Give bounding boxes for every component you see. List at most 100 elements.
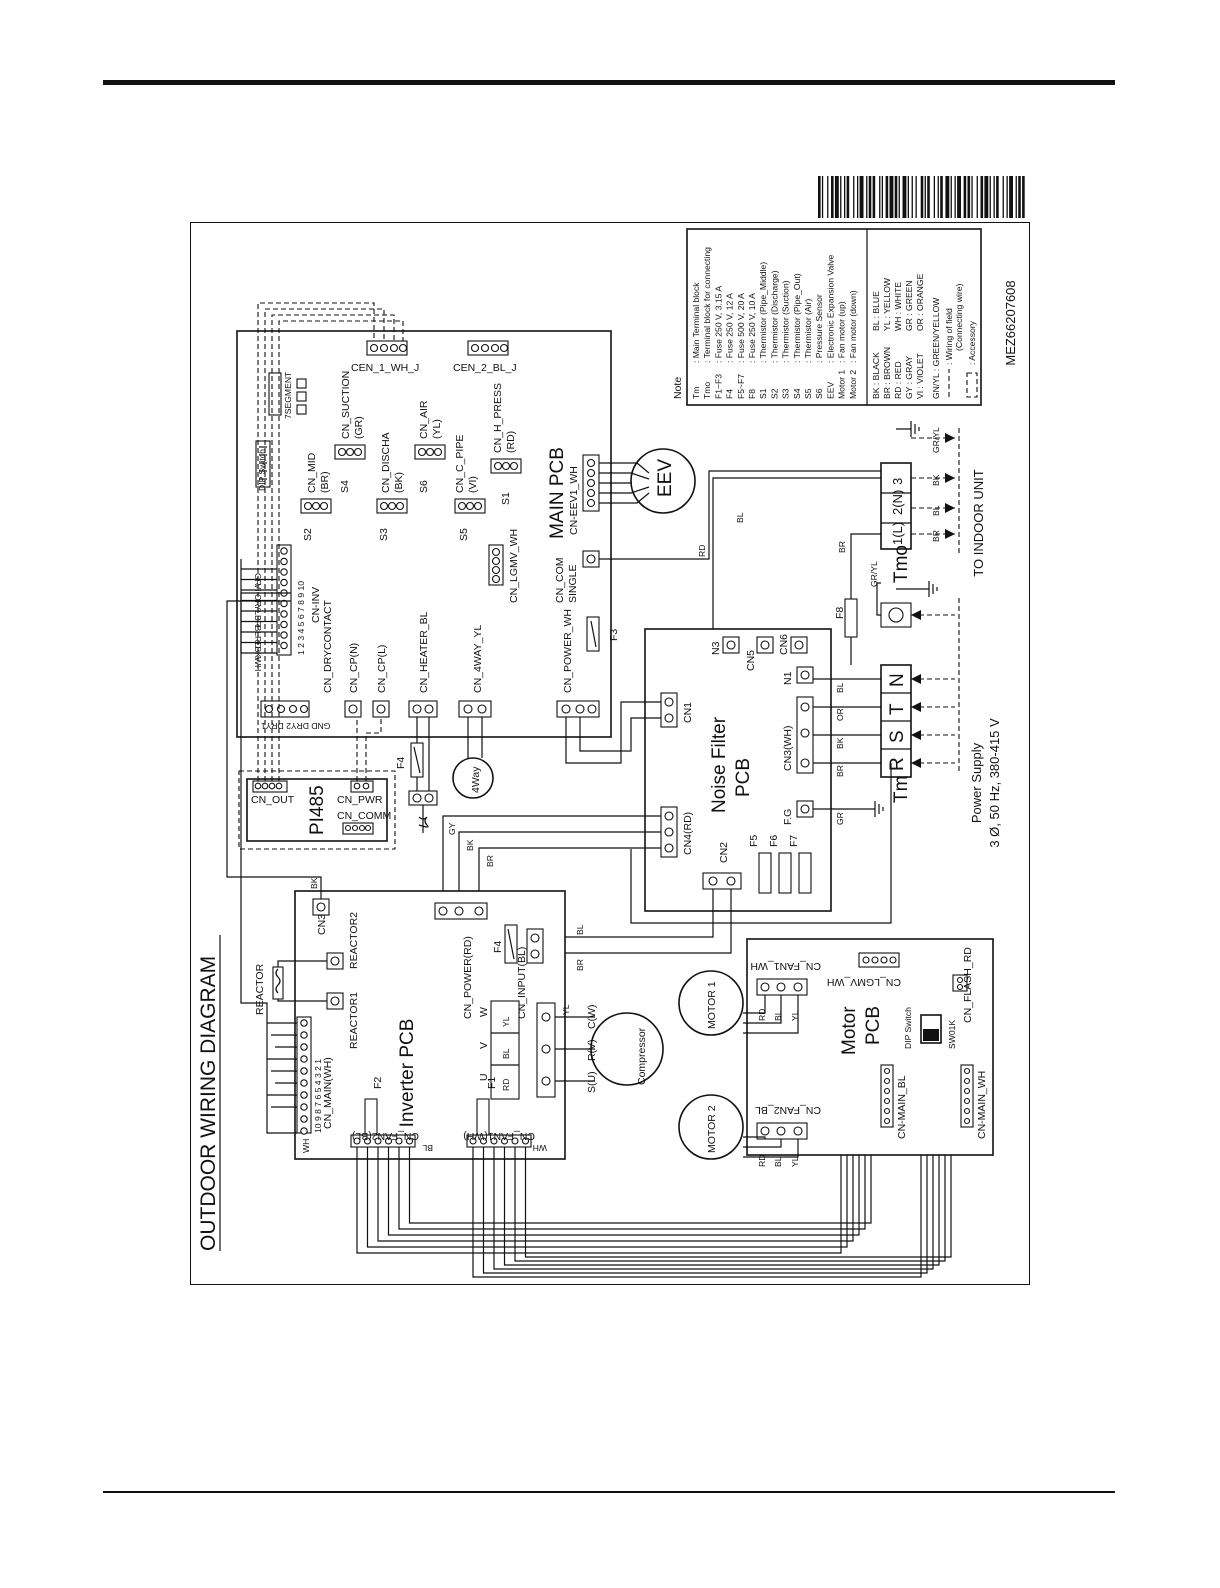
motor-pcb-label-2: PCB (863, 1006, 884, 1045)
cn-fan1-label: CN_FAN1(WH) (463, 1130, 535, 1142)
f3-label: F3 (608, 629, 620, 641)
note-color-left: RD : RED (893, 361, 903, 399)
reactor-label: REACTOR (254, 963, 266, 1015)
inv-cn-power-label: CN_POWER(RD) (462, 936, 474, 1019)
cn-inv-wire-label: BL (253, 626, 263, 637)
note-color-right: WH : WHITE (893, 282, 903, 331)
note-desc: : Thermistor (Air) (803, 299, 813, 363)
cn-inv-pin (280, 557, 288, 566)
f2-label: F2 (372, 1077, 384, 1089)
cn-eev1-label: CN-EEV1_WH (568, 466, 580, 535)
comp-term-s: S(U) (586, 1071, 598, 1093)
motor-cn-fan1 (756, 978, 808, 996)
notes-heading: Note (672, 377, 684, 399)
cn-discha-label: CN_DISCHA (380, 432, 392, 493)
pi485-label: PI485 (307, 785, 328, 835)
barcode-bar (989, 176, 991, 218)
cn-fan1-pin (490, 1137, 498, 1145)
s1-label: S1 (500, 492, 512, 505)
cn-drycontact-label: CN_DRYCONTACT (322, 599, 334, 693)
note-desc: : Main Terminal block (691, 282, 701, 363)
arrow-head (945, 473, 955, 483)
cn-inv-pin (280, 641, 288, 650)
tm-wire-bl: BL (835, 682, 845, 693)
tm-cell-r: R (887, 757, 908, 771)
tmo-cell: 2(N) (890, 490, 905, 515)
cn-inv-pins: 1 2 3 4 5 6 7 8 9 10 (296, 581, 306, 655)
f7-label: F7 (788, 835, 800, 847)
motor-cn-main-bl (880, 1064, 894, 1128)
part-number: MEZ66207608 (1003, 280, 1018, 365)
note-code: Motor 2 (848, 370, 858, 399)
barcode-bar (1006, 176, 1008, 218)
nf-fg-label: F.G (782, 809, 794, 825)
tm-wire-br: BR (835, 765, 845, 777)
note-color-right: OR : ORANGE (915, 273, 925, 331)
compressor-label: Compressor (636, 1027, 648, 1085)
tmo-cell: 1(L) (890, 522, 905, 545)
fourway-valve (452, 757, 494, 799)
barcode-bar (827, 176, 829, 218)
input-wire-br: BR (575, 959, 585, 971)
noise-filter-label-1: Noise Filter (709, 716, 730, 813)
barcode-bar (993, 176, 995, 218)
barcode-bar (853, 176, 855, 218)
cn-cpn-label: CN_CP(N) (348, 643, 360, 693)
cn-main-pins: 10 9 8 7 6 5 4 3 2 1 (313, 1059, 323, 1133)
dry-contact-connector (260, 700, 310, 718)
cn-main-pin (300, 1019, 308, 1027)
f8-label: F8 (834, 607, 846, 619)
note-code: Tmo (702, 382, 712, 399)
barcode-bar (1018, 176, 1021, 218)
cn-fan1-pin (511, 1137, 519, 1145)
motor-cn-main-wh (960, 1064, 974, 1128)
note-code: S6 (814, 388, 824, 399)
barcode-bar (967, 176, 971, 218)
cn-main-pin (300, 1127, 308, 1135)
barcode-bar (957, 176, 961, 218)
barcode-bar (933, 176, 935, 218)
note-desc: : Terminal block for connecting (702, 247, 712, 363)
fuse-f6 (778, 852, 792, 894)
fuse-f5 (758, 852, 772, 894)
barcode-bar (885, 176, 889, 218)
note-code: S1 (758, 388, 768, 399)
barcode-bar (902, 176, 907, 218)
motor-2 (678, 1094, 744, 1160)
cn4-wire-bk: BK (465, 839, 475, 851)
cn-inv-pin (280, 568, 288, 576)
barcode-bar (859, 176, 864, 218)
tm-cell-s: S (887, 730, 908, 743)
barcode-bar (971, 176, 973, 218)
ground-symbol-fg (813, 801, 884, 817)
cn-main-pin (300, 1115, 308, 1123)
tmo-wire-bl: BL (735, 512, 745, 523)
cn-main-pin (300, 1091, 308, 1099)
barcode-bar (915, 176, 917, 218)
fourway-label: 4Way (470, 766, 482, 793)
notes-gnyl: GN/YL : GREEN/YELLOW (931, 297, 941, 399)
barcode-bar (898, 176, 900, 218)
fan2-wire-rd: RD (757, 1155, 767, 1167)
s3-label: S3 (378, 528, 390, 541)
notes-box (686, 228, 982, 406)
cn-discha-connector (376, 498, 408, 514)
notes-field-2: (Connecting wire) (954, 284, 964, 351)
s2-label: S2 (302, 528, 314, 541)
cn-air-label: CN_AIR (418, 400, 430, 439)
nf-n1-label: N1 (782, 671, 794, 685)
barcode-bar (857, 176, 859, 218)
barcode-bar (834, 176, 839, 218)
note-desc: : Thermistor (Discharge) (769, 270, 779, 363)
cn-fan1-pin (521, 1137, 530, 1145)
fg-wire-gr: GR (835, 812, 845, 825)
note-desc: : Fan motor (up) (837, 301, 847, 363)
note-color-left: VI : VIOLET (915, 352, 925, 399)
nf-n3-label: N3 (710, 641, 722, 655)
motor-cn-main-bl-label: CN-MAIN_BL (896, 1075, 908, 1139)
to-indoor-label: TO INDOOR UNIT (971, 469, 986, 576)
tmo-terminal-block (880, 462, 912, 550)
u-label: U (478, 1073, 490, 1081)
cen1-label: CEN_1_WH_J (351, 362, 419, 374)
tmo-cell: 3 (890, 478, 905, 485)
